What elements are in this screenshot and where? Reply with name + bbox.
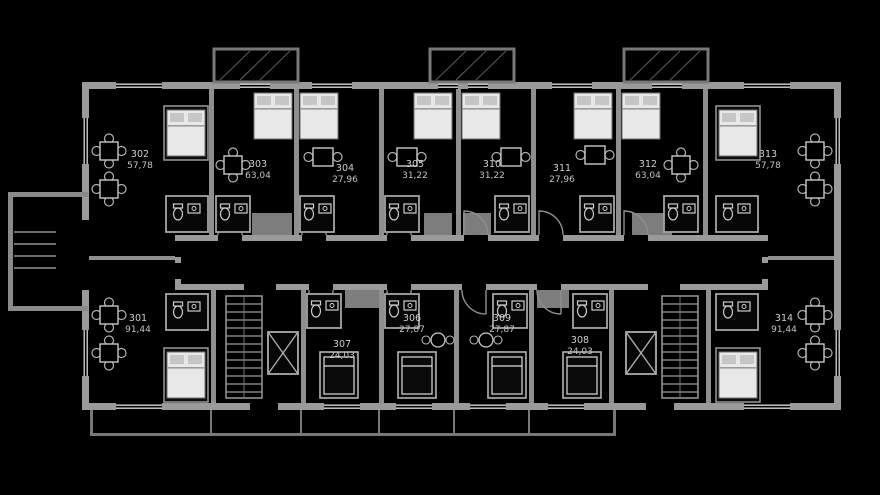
corridor-walls [175,235,768,290]
apartment-number: 303 [249,159,267,170]
bathroom [715,293,759,331]
dining-table-icon [797,297,833,333]
dining-table-icon [797,171,833,207]
bathroom [299,195,335,233]
furniture [91,92,833,399]
bathroom [494,195,530,233]
apartment-area: 27,96 [332,175,358,185]
stairwell-left [225,295,299,399]
window-glass-lines [83,118,840,376]
apartment-number: 305 [406,159,424,170]
apartment-labels: 302 57,78 303 63,04 304 27,96 305 31,22 … [125,149,797,361]
windows [83,83,840,409]
bathroom [384,293,420,329]
interior-walls [89,89,834,403]
bed-icon [487,351,527,399]
balconies-top [212,47,710,84]
dining-table-icon [91,335,127,371]
apartment-area: 27,96 [549,175,575,185]
dining-table-icon [91,171,127,207]
bed-icon [397,351,437,399]
wall-openings [82,82,841,410]
apartment-area: 31,22 [479,171,505,181]
bathroom [492,293,528,329]
apartment-area: 27,87 [489,325,515,335]
bed-icon [461,92,501,140]
dining-table-icon [91,133,127,169]
round-table-icon [469,332,503,348]
bed-icon [166,109,206,157]
dining-table-icon [663,147,699,183]
apartment-area: 57,78 [127,161,153,171]
bathroom [215,195,251,233]
dining-table-icon [797,133,833,169]
apartment-number: 307 [333,339,351,350]
apartment-number: 306 [403,313,421,324]
bed-nooks [163,105,761,403]
apartment-area: 91,44 [771,325,797,335]
entrance-steps [14,231,56,269]
apartment-area: 63,04 [635,171,661,181]
stairwell-right [625,295,699,399]
window-glass-lines [116,83,790,88]
bed-icon [166,351,206,399]
round-table-icon [421,332,455,348]
apartment-area: 91,44 [125,325,151,335]
bed-icon [573,92,613,140]
bathroom [663,195,699,233]
bathroom [165,195,209,233]
apartment-area: 24,03 [329,351,355,361]
apartment-number: 301 [129,313,147,324]
bed-icon [413,92,453,140]
bathroom [306,293,342,329]
dining-table-icon [797,335,833,371]
apartment-number: 302 [131,149,149,160]
table-icon [575,145,615,165]
apartment-number: 310 [483,159,501,170]
bathroom [384,195,420,233]
bed-icon [621,92,661,140]
bathroom [572,293,608,329]
apartment-number: 314 [775,313,793,324]
apartment-number: 304 [336,163,354,174]
bathroom [165,293,209,331]
bed-icon [299,92,339,140]
apartment-area: 31,22 [402,171,428,181]
apartment-area: 27,87 [399,325,425,335]
bed-icon [253,92,293,140]
apartment-number: 311 [553,163,571,174]
elevator-left [267,331,299,375]
bathroom [715,195,759,233]
bathroom [579,195,615,233]
apartment-area: 57,78 [755,161,781,171]
window-glass-lines [116,404,790,409]
apartment-number: 308 [571,335,589,346]
entrance-annex [8,192,88,311]
apartment-area: 63,04 [245,171,271,181]
bed-icon [562,351,602,399]
apartment-number: 313 [759,149,777,160]
bathrooms [165,195,759,331]
apartment-number: 312 [639,159,657,170]
bed-icon [718,109,758,157]
elevator-right [625,331,657,375]
apartment-area: 24,03 [567,347,593,357]
balcony-strip-bottom [90,410,616,436]
bed-icon [718,351,758,399]
dining-table-icon [91,297,127,333]
apartment-number: 309 [493,313,511,324]
